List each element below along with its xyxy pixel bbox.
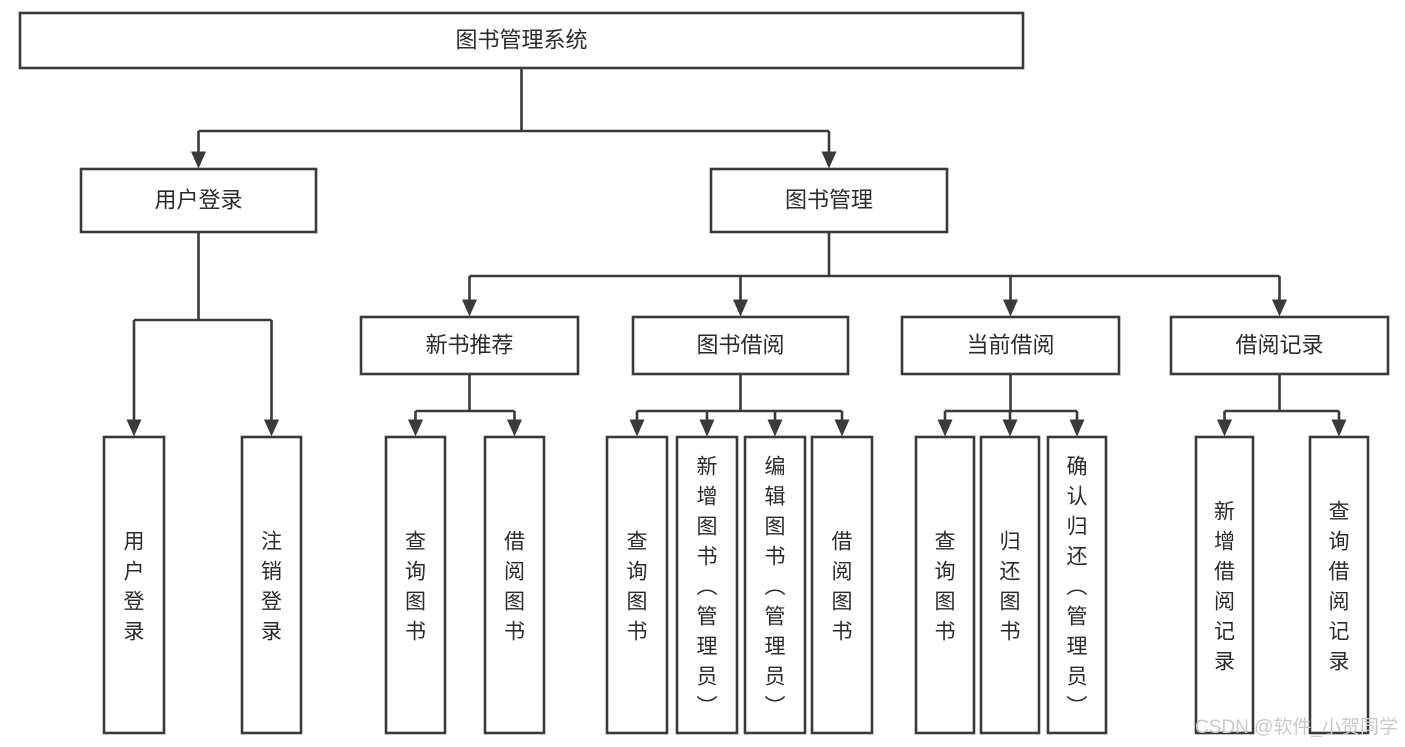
node-box[interactable] [359, 315, 580, 376]
node-box[interactable] [79, 167, 318, 234]
node-box[interactable] [1169, 315, 1390, 376]
node-book-borrow[interactable]: 图书借阅 [631, 315, 850, 376]
node-label: 图书管理系统 [455, 27, 587, 52]
node-box[interactable] [631, 315, 850, 376]
node-label: 借阅记录 [1235, 332, 1323, 357]
arrow-head-icon [629, 419, 645, 437]
node-label: 新增图书︵管理员︶ [697, 455, 718, 718]
node-leaf-user-login[interactable]: 用户登录 [102, 435, 166, 735]
node-leaf-query-book-current[interactable]: 查询图书 [914, 435, 976, 735]
node-label: 新增借阅记录 [1214, 500, 1235, 673]
arrow-head-icon [462, 299, 477, 317]
node-leaf-borrow-book-recommend[interactable]: 借阅图书 [483, 435, 546, 735]
node-leaf-borrow-book[interactable]: 借阅图书 [810, 435, 874, 735]
arrow-head-icon [937, 419, 953, 437]
node-current-borrow[interactable]: 当前借阅 [900, 315, 1121, 376]
node-leaf-edit-book-admin[interactable]: 编辑图书︵管理员︶ [743, 435, 807, 735]
node-box[interactable] [709, 167, 949, 234]
node-box[interactable] [240, 435, 303, 735]
node-leaf-query-book-borrow[interactable]: 查询图书 [605, 435, 669, 735]
node-leaf-add-borrow-record[interactable]: 新增借阅记录 [1194, 435, 1255, 735]
csdn-watermark: CSDN @软件_小贺同学 [1195, 716, 1398, 738]
arrow-head-icon [1069, 419, 1085, 437]
arrow-head-icon [264, 419, 279, 437]
node-leaf-confirm-return-admin[interactable]: 确认归还︵管理员︶ [1046, 435, 1108, 735]
node-leaf-return-book[interactable]: 归还图书 [979, 435, 1041, 735]
node-box[interactable] [914, 435, 976, 735]
node-box[interactable] [1046, 435, 1108, 735]
node-box[interactable] [979, 435, 1041, 735]
node-layer: 图书管理系统用户登录图书管理新书推荐图书借阅当前借阅借阅记录用户登录注销登录查询… [18, 11, 1390, 735]
node-label: 图书借阅 [696, 332, 784, 357]
node-label: 确认归还︵管理员︶ [1067, 455, 1088, 718]
arrow-head-icon [507, 419, 522, 437]
node-label: 查询图书 [405, 530, 426, 643]
node-leaf-query-borrow-record[interactable]: 查询借阅记录 [1308, 435, 1370, 735]
node-box[interactable] [743, 435, 807, 735]
node-book-management[interactable]: 图书管理 [709, 167, 949, 234]
node-label: 查询借阅记录 [1329, 500, 1350, 673]
node-label: 归还图书 [1000, 530, 1021, 643]
node-box[interactable] [384, 435, 447, 735]
node-label: 查询图书 [627, 530, 648, 643]
node-box[interactable] [102, 435, 166, 735]
node-box[interactable] [605, 435, 669, 735]
node-label: 新书推荐 [425, 332, 513, 357]
node-root[interactable]: 图书管理系统 [18, 11, 1025, 70]
arrow-head-icon [1331, 419, 1347, 437]
node-label: 注销登录 [261, 530, 282, 643]
node-box[interactable] [900, 315, 1121, 376]
node-new-book-recommend[interactable]: 新书推荐 [359, 315, 580, 376]
arrow-head-icon [1217, 419, 1232, 437]
arrow-head-icon [1003, 299, 1018, 317]
arrow-head-icon [1272, 299, 1287, 317]
node-leaf-query-book-recommend[interactable]: 查询图书 [384, 435, 447, 735]
node-label: 查询图书 [935, 530, 956, 643]
node-box[interactable] [810, 435, 874, 735]
node-leaf-logout[interactable]: 注销登录 [240, 435, 303, 735]
arrow-head-icon [733, 299, 748, 317]
arrow-head-icon [408, 419, 423, 437]
arrow-head-icon [191, 151, 206, 169]
connector-layer [126, 68, 1347, 437]
node-label: 图书管理 [785, 187, 873, 212]
node-user-login[interactable]: 用户登录 [79, 167, 318, 234]
node-box[interactable] [1308, 435, 1370, 735]
arrow-head-icon [1002, 419, 1018, 437]
node-box[interactable] [1194, 435, 1255, 735]
arrow-head-icon [767, 419, 783, 437]
node-label: 当前借阅 [966, 332, 1054, 357]
arrow-head-icon [834, 419, 850, 437]
node-box[interactable] [18, 11, 1025, 70]
arrow-head-icon [821, 151, 837, 169]
arrow-head-icon [699, 419, 715, 437]
node-label: 借阅图书 [832, 530, 853, 643]
arrow-head-icon [126, 419, 142, 437]
node-box[interactable] [483, 435, 546, 735]
node-label: 用户登录 [124, 530, 145, 643]
node-label: 借阅图书 [504, 530, 525, 643]
node-leaf-add-book-admin[interactable]: 新增图书︵管理员︶ [675, 435, 739, 735]
node-label: 用户登录 [154, 187, 242, 212]
node-box[interactable] [675, 435, 739, 735]
node-borrow-record[interactable]: 借阅记录 [1169, 315, 1390, 376]
node-label: 编辑图书︵管理员︶ [765, 455, 786, 718]
